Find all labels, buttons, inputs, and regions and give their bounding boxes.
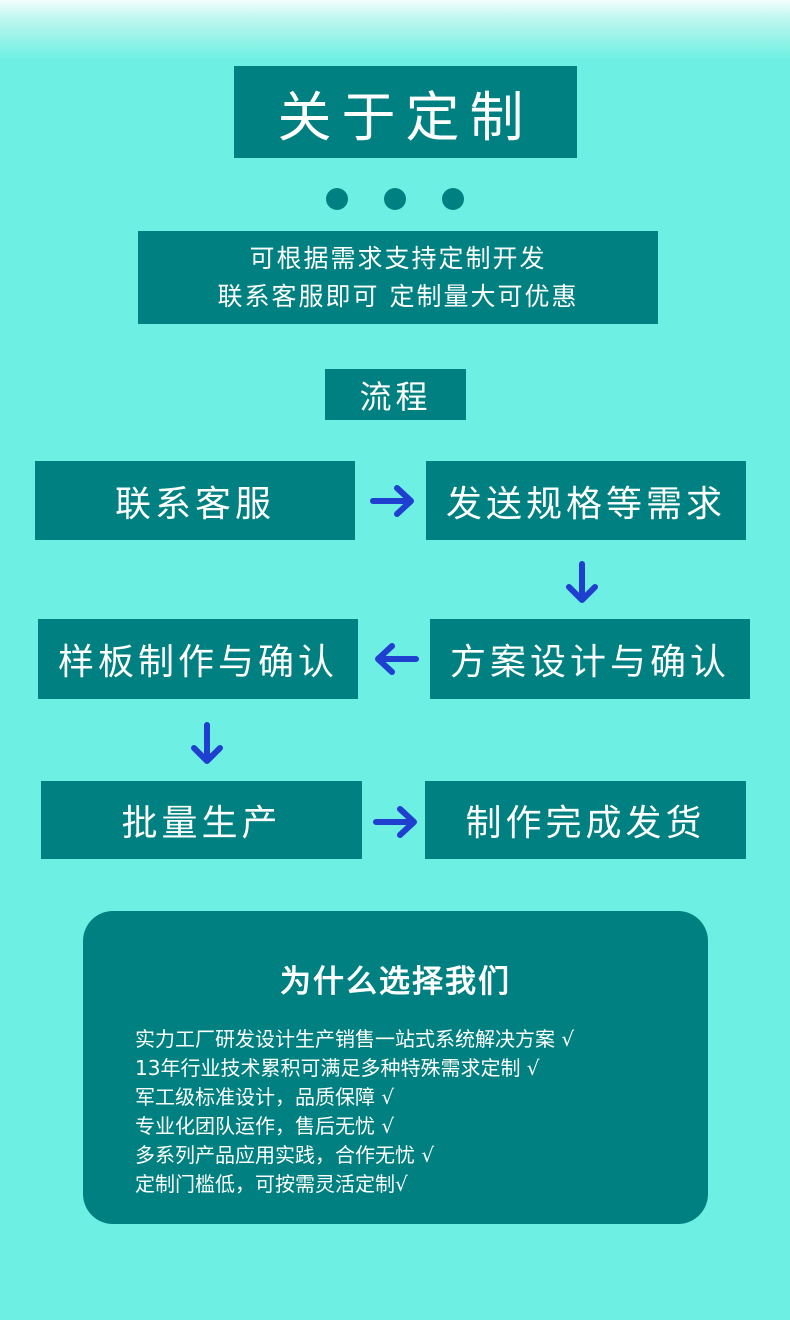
why-item: 军工级标准设计，品质保障 √: [135, 1085, 395, 1109]
arrow-down-icon: [566, 561, 598, 603]
step-design-confirm: 方案设计与确认: [430, 619, 750, 699]
intro-line-1: 可根据需求支持定制开发: [249, 243, 547, 273]
why-list: 实力工厂研发设计生产销售一站式系统解决方案 √ 13年行业技术累积可满足多种特殊…: [135, 1025, 574, 1199]
why-item: 实力工厂研发设计生产销售一站式系统解决方案 √: [135, 1027, 575, 1051]
step-sample-confirm: 样板制作与确认: [38, 619, 358, 699]
arrow-down-icon: [191, 722, 223, 764]
why-choose-us-panel: 为什么选择我们 实力工厂研发设计生产销售一站式系统解决方案 √ 13年行业技术累…: [83, 911, 708, 1224]
arrow-left-icon: [375, 643, 419, 675]
step-send-specs: 发送规格等需求: [426, 461, 746, 540]
dot-indicator-2: [384, 188, 406, 210]
why-item: 13年行业技术累积可满足多种特殊需求定制 √: [135, 1056, 540, 1080]
arrow-right-icon: [373, 806, 417, 838]
dot-indicator-1: [326, 188, 348, 210]
why-item: 专业化团队运作，售后无忧 √: [135, 1114, 395, 1138]
page-title: 关于定制: [234, 66, 577, 158]
why-item: 多系列产品应用实践，合作无忧 √: [135, 1143, 435, 1167]
step-mass-production: 批量生产: [41, 781, 362, 859]
dot-indicator-3: [442, 188, 464, 210]
flow-label: 流程: [325, 369, 466, 420]
intro-banner: 可根据需求支持定制开发 联系客服即可 定制量大可优惠: [138, 231, 658, 324]
why-title: 为什么选择我们: [280, 964, 511, 1000]
intro-line-2: 联系客服即可 定制量大可优惠: [217, 281, 579, 311]
arrow-right-icon: [370, 485, 414, 517]
why-item: 定制门槛低，可按需灵活定制√: [135, 1172, 408, 1196]
step-contact-service: 联系客服: [35, 461, 355, 540]
step-ship: 制作完成发货: [425, 781, 746, 859]
